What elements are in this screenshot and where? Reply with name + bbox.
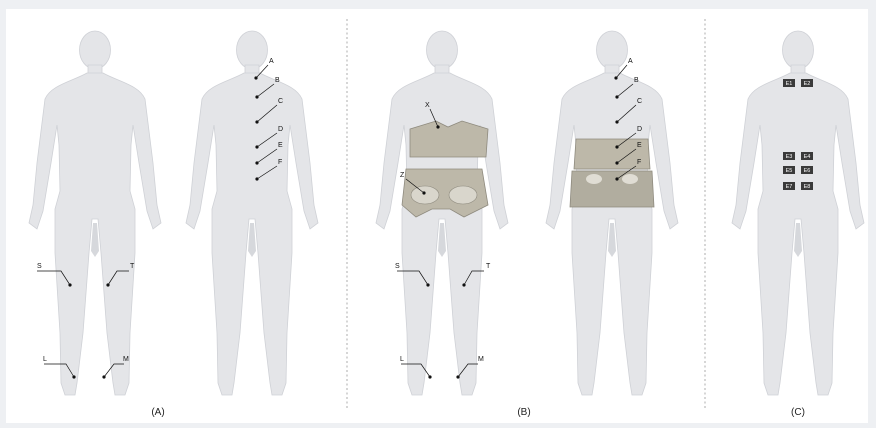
label-X: X: [425, 102, 430, 109]
caption-b: (B): [517, 407, 530, 418]
label-A-b: A: [628, 58, 633, 65]
label-S: S: [37, 263, 42, 270]
label-C-b: C: [637, 98, 642, 105]
figure-b-front: [376, 31, 508, 395]
label-M-b: M: [478, 356, 484, 363]
label-S-b: S: [395, 263, 400, 270]
label-C: C: [278, 98, 283, 105]
electrode-label-e5: E5: [786, 168, 793, 174]
panel-c: E1 E2 E3 E4 E5 E6 E7 E8 (C): [732, 31, 864, 418]
electrode-label-e8: E8: [804, 184, 811, 190]
figure-a-back: [186, 31, 318, 395]
label-L-b: L: [400, 356, 404, 363]
label-L: L: [43, 356, 47, 363]
label-D: D: [278, 126, 283, 133]
label-D-b: D: [637, 126, 642, 133]
exoskeleton-belt-back: [570, 139, 654, 207]
electrode-label-e1: E1: [786, 81, 793, 87]
label-E: E: [278, 142, 283, 149]
exoskeleton-belt-front: [402, 121, 488, 217]
panel-b: S T L M X Z A B C D E F (B): [376, 31, 678, 418]
label-A: A: [269, 58, 274, 65]
figure-c-back: [732, 31, 864, 395]
label-B: B: [275, 77, 280, 84]
electrode-label-e4: E4: [804, 154, 811, 160]
label-T: T: [130, 263, 135, 270]
electrode-label-e7: E7: [786, 184, 793, 190]
panel-a: S T L M A B C D E F (A): [29, 31, 318, 418]
label-Z: Z: [400, 172, 405, 179]
figure-a-front: [29, 31, 161, 395]
electrode-label-e6: E6: [804, 168, 811, 174]
electrode-label-e2: E2: [804, 81, 811, 87]
label-T-b: T: [486, 263, 491, 270]
label-B-b: B: [634, 77, 639, 84]
caption-c: (C): [791, 407, 805, 418]
label-F-b: F: [637, 159, 641, 166]
figure-canvas: S T L M A B C D E F (A): [6, 9, 868, 423]
label-E-b: E: [637, 142, 642, 149]
electrode-label-e3: E3: [786, 154, 793, 160]
label-M: M: [123, 356, 129, 363]
figure-b-back: [546, 31, 678, 395]
anatomical-figure: S T L M A B C D E F (A): [6, 9, 868, 423]
label-F: F: [278, 159, 282, 166]
caption-a: (A): [151, 407, 164, 418]
